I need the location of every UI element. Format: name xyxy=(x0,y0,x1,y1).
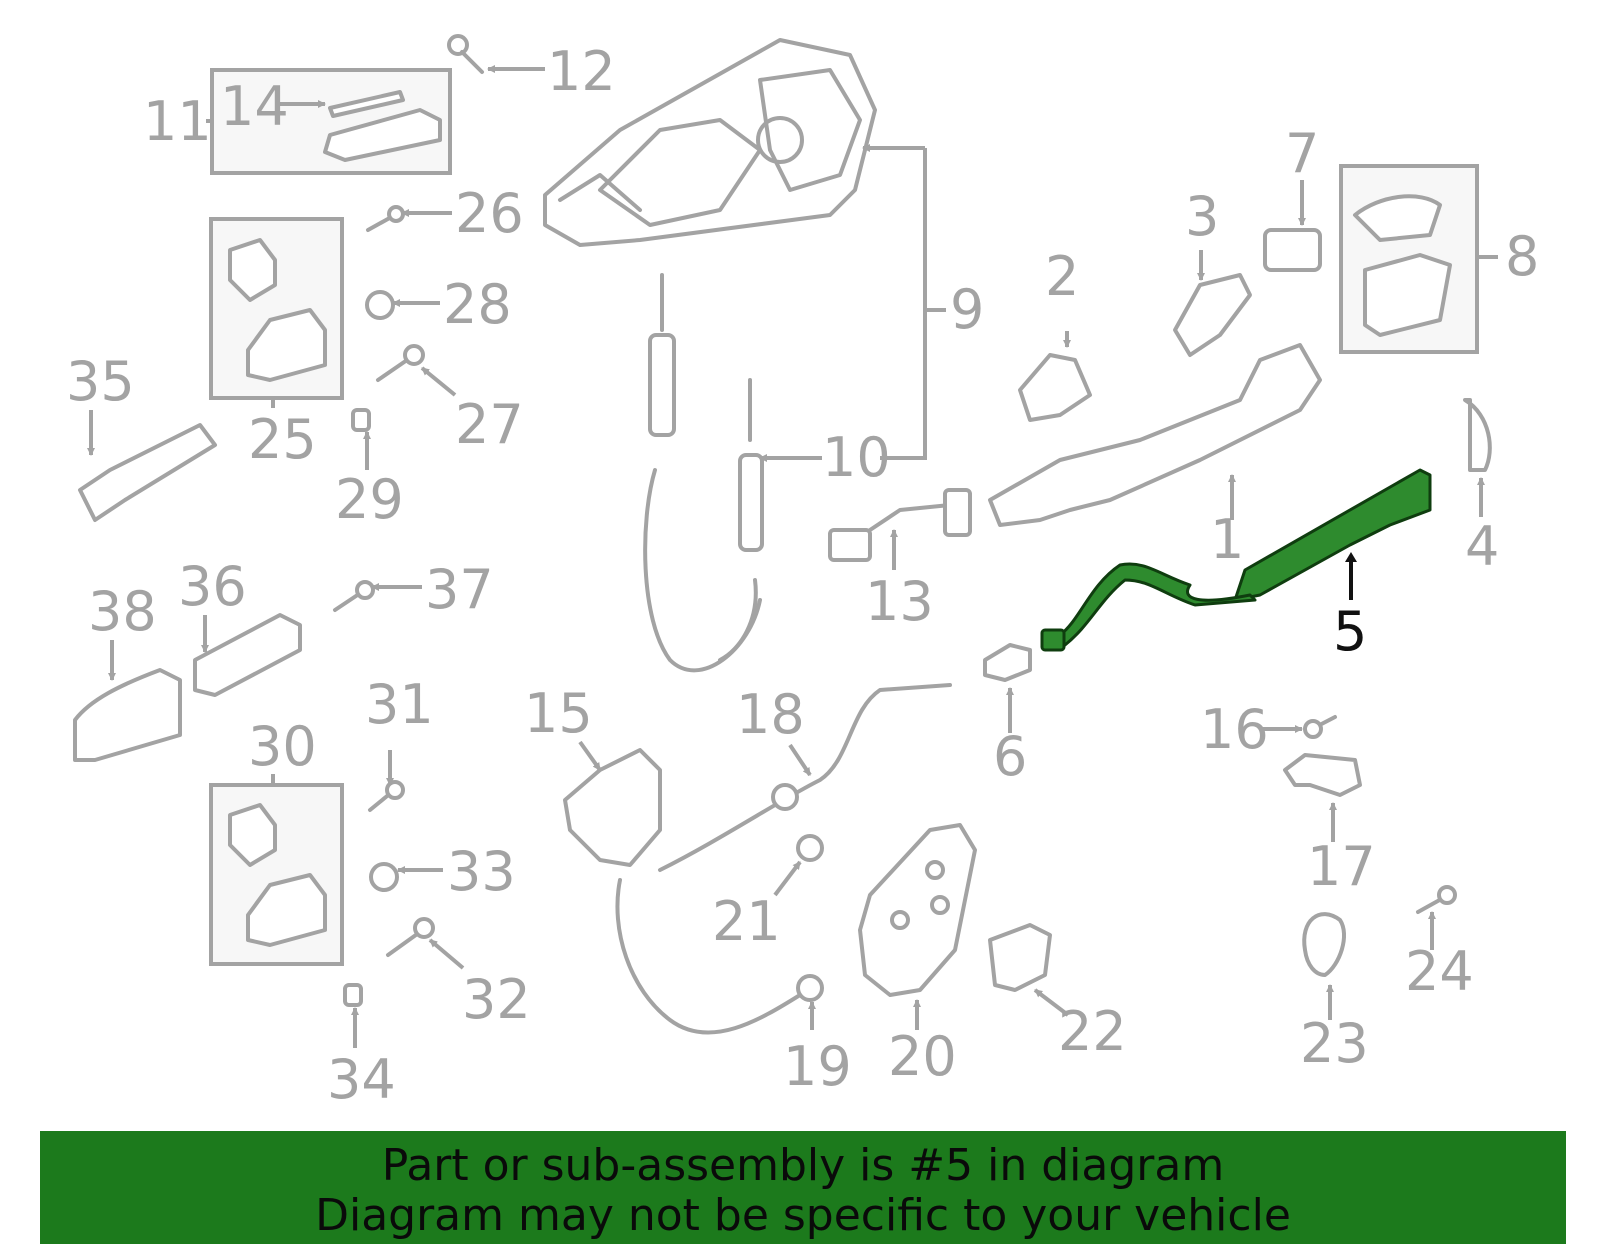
callout-2: 2 xyxy=(1045,245,1079,308)
part-9-handle-carrier xyxy=(543,38,877,247)
part-29-bushing xyxy=(351,408,371,432)
part-33-nut xyxy=(369,862,399,892)
callout-1: 1 xyxy=(1210,508,1244,571)
callout-10: 10 xyxy=(822,426,891,489)
callout-37: 37 xyxy=(425,558,494,621)
info-banner: Part or sub-assembly is #5 in diagram Di… xyxy=(40,1131,1566,1244)
part-18-cable xyxy=(615,683,952,1035)
part-21-grommet xyxy=(796,834,824,862)
part-11-box xyxy=(210,68,452,175)
callout-9: 9 xyxy=(950,278,984,341)
callout-30: 30 xyxy=(248,715,317,778)
callout-38: 38 xyxy=(88,580,157,643)
callout-21: 21 xyxy=(712,890,781,953)
part-3-gasket xyxy=(1173,273,1252,357)
part-37-bolt xyxy=(333,580,375,612)
callout-5-highlighted: 5 xyxy=(1333,600,1367,663)
callout-8: 8 xyxy=(1505,225,1539,288)
callout-18: 18 xyxy=(736,683,805,746)
callout-14: 14 xyxy=(220,75,289,138)
callout-25: 25 xyxy=(248,408,317,471)
part-30-hinge-box xyxy=(209,783,344,966)
part-36-striker xyxy=(193,613,302,697)
callout-35: 35 xyxy=(66,350,135,413)
part-23-plate xyxy=(1302,912,1346,977)
part-12-bolt xyxy=(447,34,484,74)
callout-36: 36 xyxy=(178,555,247,618)
callout-34: 34 xyxy=(327,1048,396,1111)
callout-labels: 1 2 3 4 5 6 7 8 9 10 11 12 13 14 15 16 1… xyxy=(66,40,1539,1111)
callout-24: 24 xyxy=(1405,940,1474,1003)
callout-17: 17 xyxy=(1307,835,1376,898)
part-15-lock xyxy=(563,748,662,867)
part-13-harness xyxy=(828,488,972,562)
part-19-clip xyxy=(796,974,824,1002)
part-25-hinge-box xyxy=(209,217,344,400)
part-32-bolt xyxy=(386,917,435,957)
callout-27: 27 xyxy=(455,393,524,456)
part-17-seal xyxy=(1283,753,1362,797)
callout-13: 13 xyxy=(865,570,934,633)
callout-22: 22 xyxy=(1058,1000,1127,1063)
callout-28: 28 xyxy=(443,273,512,336)
part-16-screw xyxy=(1303,715,1337,739)
callout-32: 32 xyxy=(462,968,531,1031)
part-20-plate xyxy=(858,823,977,997)
banner-line-2: Diagram may not be specific to your vehi… xyxy=(315,1190,1291,1241)
callout-23: 23 xyxy=(1300,1012,1369,1075)
callout-6: 6 xyxy=(993,725,1027,788)
part-7-clip xyxy=(1263,228,1322,272)
part-2-cover xyxy=(1018,353,1092,422)
callout-15: 15 xyxy=(524,682,593,745)
part-6-clip xyxy=(983,643,1032,682)
part-8-box xyxy=(1339,164,1479,354)
callout-3: 3 xyxy=(1185,185,1219,248)
callout-4: 4 xyxy=(1465,515,1499,578)
callout-12: 12 xyxy=(547,40,616,103)
callout-7: 7 xyxy=(1285,122,1319,185)
part-35-check-strap xyxy=(78,423,217,522)
callout-16: 16 xyxy=(1200,698,1269,761)
part-10-cables xyxy=(643,273,764,673)
callout-26: 26 xyxy=(455,182,524,245)
callout-31: 31 xyxy=(365,673,434,736)
part-27-bolt xyxy=(376,344,425,382)
callout-29: 29 xyxy=(335,468,404,531)
part-4-cap xyxy=(1463,398,1492,472)
part-34-bushing xyxy=(343,983,363,1007)
callout-19: 19 xyxy=(783,1035,852,1098)
banner-line-1: Part or sub-assembly is #5 in diagram xyxy=(381,1140,1225,1191)
callout-20: 20 xyxy=(888,1025,957,1088)
part-24-screw xyxy=(1416,885,1457,914)
part-1-outer-handle xyxy=(988,343,1322,527)
part-22-actuator xyxy=(988,923,1052,992)
part-5-highlighted xyxy=(1040,468,1432,652)
callout-11: 11 xyxy=(143,90,212,153)
part-31-bolt xyxy=(368,780,405,812)
part-28-nut xyxy=(365,290,395,320)
leader-lines xyxy=(87,65,1498,1048)
part-26-bolt xyxy=(366,205,405,232)
callout-33: 33 xyxy=(447,840,516,903)
part-38-cover xyxy=(73,668,182,762)
